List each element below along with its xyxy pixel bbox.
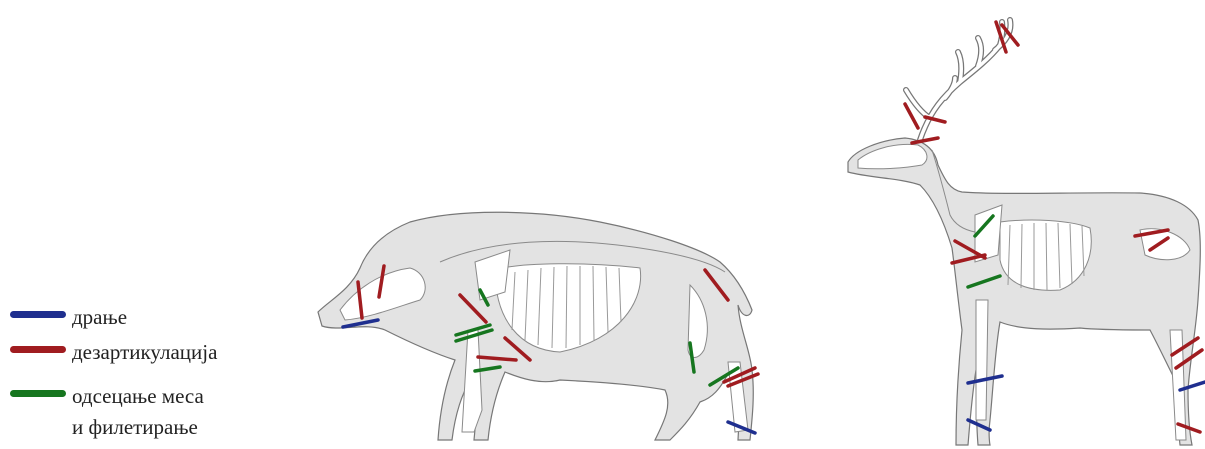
boar-illustration xyxy=(318,212,758,440)
legend-label: дезартикулација xyxy=(72,340,217,364)
legend-label: драње xyxy=(72,305,127,329)
legend-label: одсецање меса xyxy=(72,384,204,408)
legend-item-filleting-line2: и филетирање xyxy=(10,419,280,443)
legend-item-filleting: одсецање меса xyxy=(10,388,280,412)
legend-item-disarticulation: дезартикулација xyxy=(10,344,280,368)
legend-item-skinning: драње xyxy=(10,309,280,333)
legend-swatch-green xyxy=(10,390,66,397)
legend-swatch-blue xyxy=(10,311,66,318)
deer-antlers xyxy=(906,20,1010,140)
deer-body-silhouette xyxy=(848,138,1200,445)
legend-label-line2: и филетирање xyxy=(72,415,198,439)
legend-swatch-red xyxy=(10,346,66,353)
deer-illustration xyxy=(848,20,1205,445)
